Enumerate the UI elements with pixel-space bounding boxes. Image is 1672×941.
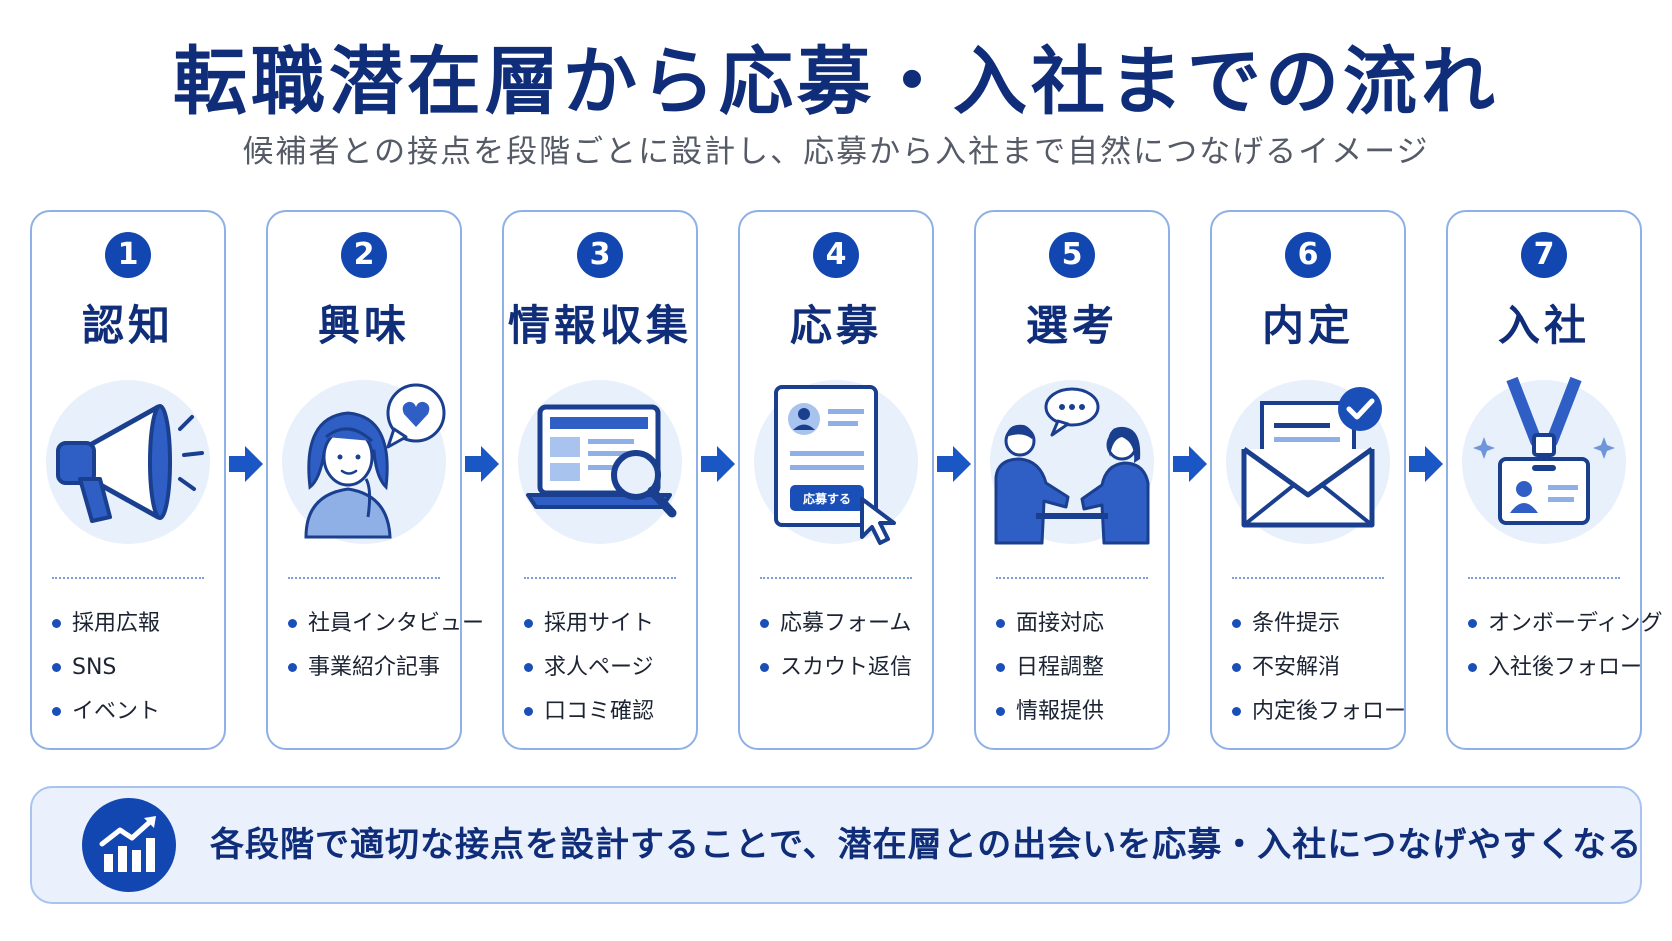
employee-badge-icon [1456,367,1632,557]
list-item: イベント [52,690,220,734]
list-item: 口コミ確認 [524,690,692,734]
step-number-badge: 6 [1285,232,1331,278]
list-item: オンボーディング [1468,602,1662,646]
interested-person-icon [276,367,452,557]
divider [524,577,676,579]
step-card-1: 1 認知 採用広報 SNS イベント [30,210,226,750]
step-item-list: 条件提示 不安解消 内定後フォロー [1232,602,1406,734]
list-item: 日程調整 [996,646,1164,690]
list-item: 採用サイト [524,602,692,646]
list-item: 求人ページ [524,646,692,690]
list-item: 内定後フォロー [1232,690,1406,734]
list-item: スカウト返信 [760,646,928,690]
list-item: 不安解消 [1232,646,1400,690]
page-subtitle: 候補者との接点を段階ごとに設計し、応募から入社まで自然につなげるイメージ [242,134,1430,170]
step-card-5: 5 選考 面接対応 日程調整 情報提供 [974,210,1170,750]
divider [1468,577,1620,579]
step-item-list: 社員インタビュー 事業紹介記事 [288,602,484,690]
offer-envelope-icon [1220,367,1396,557]
summary-banner: 各段階で適切な接点を設計することで、潜在層との出会いを応募・入社につなげやすくな… [30,786,1642,904]
list-item: 社員インタビュー [288,602,484,646]
step-card-4: 4 応募 応募する 応募フォーム スカウト返信 [738,210,934,750]
list-item: SNS [52,646,220,690]
application-form-icon: 応募する [748,367,924,557]
arrow-right-icon [465,444,499,484]
step-card-3: 3 情報収集 採用サイト 求人ページ 口コミ確認 [502,210,698,750]
arrow-right-icon [701,444,735,484]
step-number-badge: 2 [341,232,387,278]
step-title: 認知 [81,301,174,350]
arrow-right-icon [1173,444,1207,484]
arrow-right-icon [229,444,263,484]
interview-icon [984,367,1160,557]
step-item-list: 応募フォーム スカウト返信 [760,602,928,690]
step-number-badge: 1 [105,232,151,278]
laptop-search-icon [512,367,688,557]
step-number-badge: 7 [1521,232,1567,278]
megaphone-icon [40,367,216,557]
step-card-7: 7 入社 オンボーディング 入社後フォロー [1446,210,1662,750]
step-title: 興味 [317,301,410,350]
step-number-badge: 4 [813,232,859,278]
summary-text: 各段階で適切な接点を設計することで、潜在層との出会いを応募・入社につなげやすくな… [210,825,1643,865]
step-item-list: 採用広報 SNS イベント [52,602,220,734]
list-item: 条件提示 [1232,602,1400,646]
step-card-2: 2 興味 社員インタビュー 事業紹介記事 [266,210,484,750]
step-number-badge: 3 [577,232,623,278]
step-number-badge: 5 [1049,232,1095,278]
arrow-right-icon [937,444,971,484]
list-item: 採用広報 [52,602,220,646]
step-title: 応募 [789,301,882,350]
arrow-right-icon [1409,444,1443,484]
page-title: 転職潜在層から応募・入社までの流れ [173,39,1499,125]
step-title: 内定 [1261,301,1354,350]
apply-button-label: 応募する [803,491,851,506]
growth-chart-icon [82,798,176,892]
list-item: 応募フォーム [760,602,928,646]
step-title: 入社 [1497,301,1590,350]
divider [1232,577,1384,579]
divider [288,577,440,579]
step-title: 情報収集 [507,301,692,350]
step-card-6: 6 内定 条件提示 不安解消 内定後フォロー [1210,210,1406,750]
list-item: 入社後フォロー [1468,646,1642,690]
divider [996,577,1148,579]
step-title: 選考 [1025,301,1118,350]
list-item: 面接対応 [996,602,1164,646]
step-item-list: 採用サイト 求人ページ 口コミ確認 [524,602,692,734]
step-item-list: オンボーディング 入社後フォロー [1468,602,1662,690]
list-item: 事業紹介記事 [288,646,456,690]
step-item-list: 面接対応 日程調整 情報提供 [996,602,1164,734]
list-item: 情報提供 [996,690,1164,734]
divider [52,577,204,579]
divider [760,577,912,579]
process-flow: 1 認知 採用広報 SNS イベント 2 興味 [30,210,1662,752]
